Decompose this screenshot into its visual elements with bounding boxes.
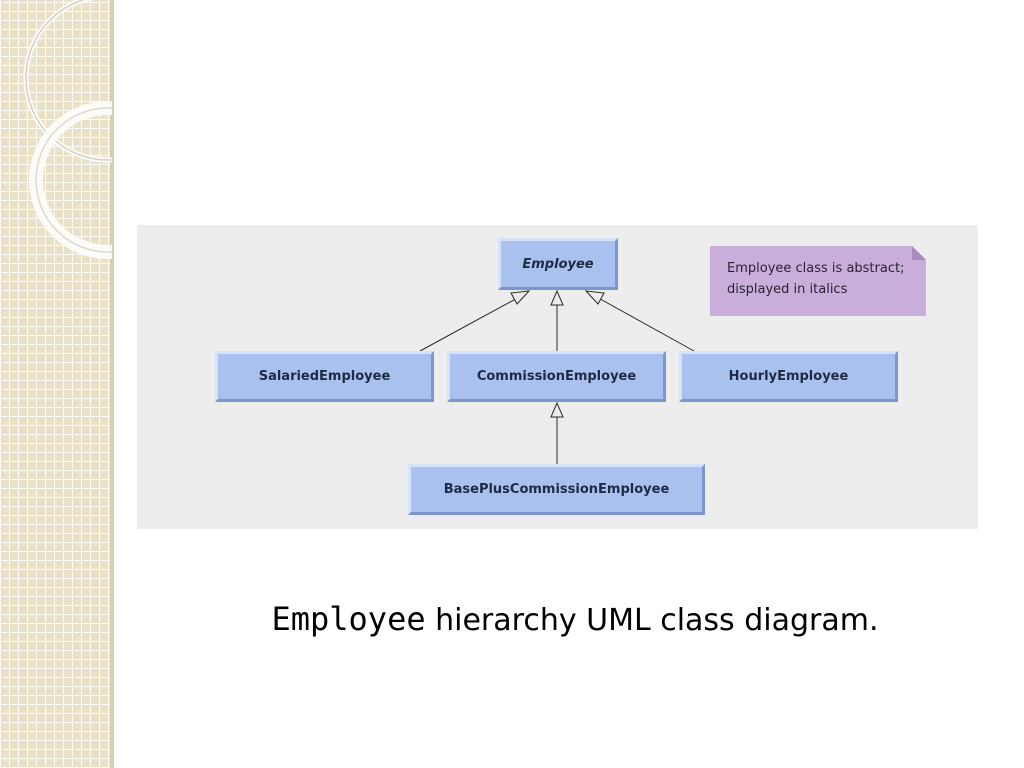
note-folded-corner bbox=[912, 246, 926, 260]
class-salaried-employee: SalariedEmployee bbox=[215, 351, 434, 402]
connector-salaried-employee bbox=[419, 294, 524, 352]
side-strip-border bbox=[110, 0, 114, 768]
arrowhead-salaried bbox=[510, 290, 531, 305]
class-baseplus-commission-employee: BasePlusCommissionEmployee bbox=[408, 464, 705, 515]
caption-text: hierarchy UML class diagram. bbox=[425, 603, 879, 638]
note-text-line-2: displayed in italics bbox=[727, 282, 848, 297]
connector-hourly-employee bbox=[592, 294, 695, 352]
inheritance-connectors bbox=[419, 289, 695, 464]
arrowhead-baseplus bbox=[550, 401, 564, 418]
arrowhead-hourly bbox=[584, 290, 605, 305]
arrowhead-commission bbox=[550, 289, 564, 306]
class-employee: Employee bbox=[498, 238, 618, 290]
uml-note: Employee class is abstract; displayed in… bbox=[710, 246, 926, 316]
caption-code-term: Employee bbox=[271, 600, 426, 638]
decorative-rings-icon bbox=[23, 0, 112, 259]
uml-diagram: Employee SalariedEmployee CommissionEmpl… bbox=[137, 225, 978, 529]
note-text-line-1: Employee class is abstract; bbox=[727, 261, 905, 276]
class-hourly-employee: HourlyEmployee bbox=[679, 351, 898, 402]
class-commission-employee: CommissionEmployee bbox=[447, 351, 666, 402]
slide-caption: Employee hierarchy UML class diagram. bbox=[0, 600, 1024, 638]
